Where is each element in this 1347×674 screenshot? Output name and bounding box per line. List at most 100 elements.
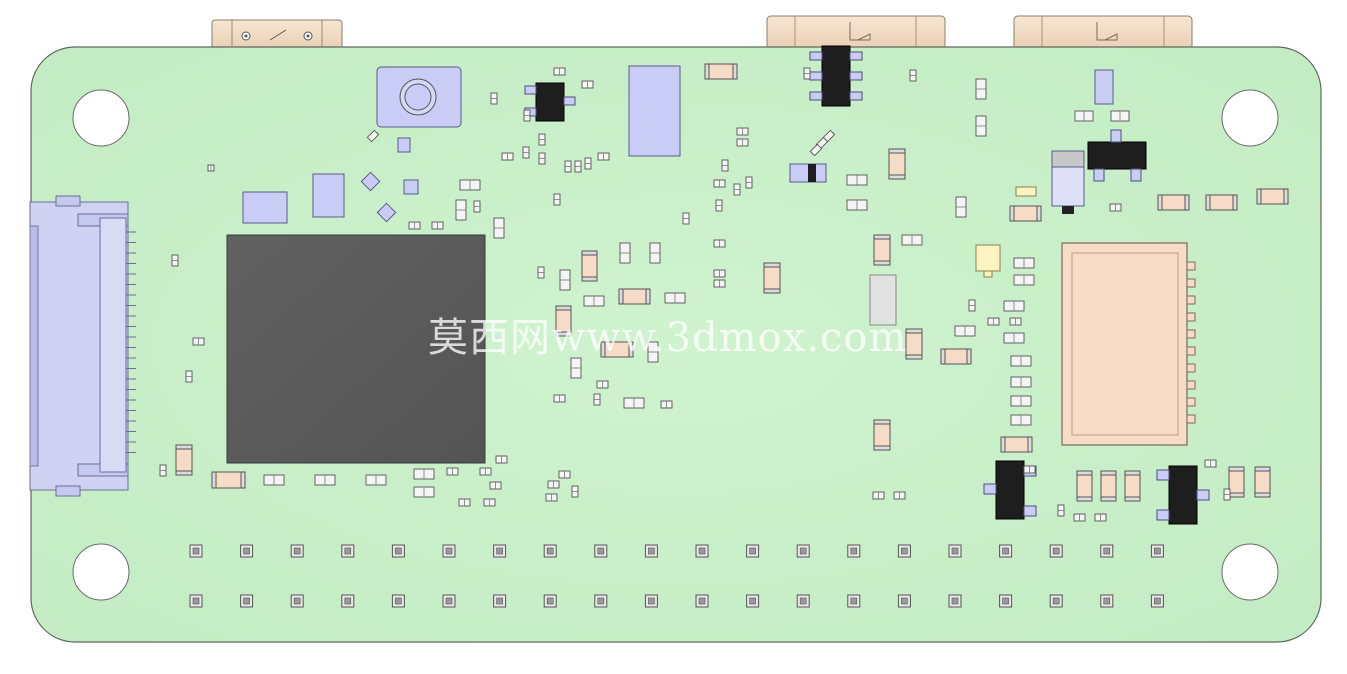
header-pin-icon	[240, 544, 254, 558]
resistor	[623, 397, 645, 409]
header-pin-icon	[493, 594, 507, 608]
resistor	[1057, 504, 1065, 517]
resistor	[1013, 274, 1035, 286]
resistor	[1010, 376, 1032, 388]
resistor	[558, 470, 571, 479]
resistor	[365, 474, 387, 486]
header-pin-icon	[391, 594, 405, 608]
resistor	[1003, 300, 1025, 312]
micro-usb-connector-left	[211, 19, 343, 51]
resistor	[715, 199, 723, 212]
resistor	[446, 467, 459, 476]
capacitor	[555, 305, 572, 337]
resistor	[408, 221, 421, 230]
header-pin-icon	[796, 544, 810, 558]
header-pin-icon	[442, 544, 456, 558]
reset-button	[376, 66, 462, 128]
capacitor	[1009, 205, 1042, 222]
header-pin-icon	[290, 544, 304, 558]
resistor	[1010, 395, 1032, 407]
resistor	[909, 69, 917, 82]
header-pin-icon	[796, 594, 810, 608]
resistor	[207, 164, 215, 172]
resistor	[458, 498, 471, 507]
resistor	[493, 217, 505, 239]
resistor	[479, 467, 492, 476]
header-pin-icon	[240, 594, 254, 608]
capacitor	[1228, 466, 1245, 498]
header-pin-icon	[290, 594, 304, 608]
resistor	[537, 266, 545, 279]
resistor	[584, 157, 592, 170]
header-pin-icon	[695, 544, 709, 558]
resistor	[538, 133, 546, 146]
resistor	[596, 380, 609, 389]
resistor	[314, 474, 336, 486]
capacitor	[763, 262, 781, 294]
resistor	[483, 498, 496, 507]
resistor	[664, 292, 686, 304]
resistor	[954, 325, 976, 337]
resistor	[901, 234, 923, 246]
resistor	[736, 138, 749, 147]
resistor	[1109, 203, 1122, 212]
capacitor	[1205, 194, 1238, 211]
resistor	[1110, 110, 1130, 122]
resistor	[431, 221, 444, 230]
resistor	[413, 486, 435, 498]
capacitor	[1076, 470, 1093, 502]
header-pin-icon	[1049, 594, 1063, 608]
resistor	[159, 464, 167, 477]
resistor	[736, 127, 749, 136]
capacitor	[1000, 436, 1033, 453]
header-pin-icon	[1049, 544, 1063, 558]
resistor	[553, 193, 561, 206]
header-pin-icon	[594, 594, 608, 608]
gpio-header	[189, 544, 1164, 608]
header-pin-icon	[897, 594, 911, 608]
mounting-holes	[72, 89, 1279, 601]
capacitor	[1100, 470, 1117, 502]
resistor	[583, 295, 605, 307]
capacitor	[905, 328, 923, 360]
mounting-hole-icon	[72, 89, 130, 147]
header-pin-icon	[442, 594, 456, 608]
capacitor	[175, 444, 193, 476]
capacitor	[873, 234, 891, 266]
resistor	[185, 370, 193, 383]
header-pin-icon	[897, 544, 911, 558]
resistor	[473, 200, 481, 213]
resistor	[987, 317, 1000, 326]
resistor	[649, 242, 661, 264]
passive-components	[159, 63, 1289, 522]
soc-chip	[226, 234, 486, 464]
resistor	[1010, 414, 1032, 426]
resistor	[713, 179, 726, 188]
header-pin-icon	[1150, 594, 1164, 608]
resistor	[975, 78, 987, 100]
resistor	[413, 468, 435, 480]
resistor	[593, 393, 601, 406]
header-pin-icon	[1150, 544, 1164, 558]
resistor	[581, 80, 594, 89]
resistor	[171, 254, 179, 267]
resistor	[822, 129, 836, 143]
header-pin-icon	[644, 544, 658, 558]
header-pin-icon	[999, 594, 1013, 608]
header-pin-icon	[746, 594, 760, 608]
resistor	[455, 199, 467, 221]
resistor	[553, 67, 566, 76]
resistor	[682, 212, 690, 225]
capacitor	[1254, 466, 1271, 498]
resistor	[1223, 488, 1231, 501]
header-pin-icon	[341, 594, 355, 608]
resistor	[1204, 459, 1217, 468]
header-pin-icon	[1100, 544, 1114, 558]
resistor	[1094, 513, 1107, 522]
header-pin-icon	[1100, 594, 1114, 608]
resistor	[968, 299, 976, 312]
resistor	[192, 337, 205, 346]
capacitor	[704, 63, 738, 80]
resistor	[366, 129, 380, 143]
